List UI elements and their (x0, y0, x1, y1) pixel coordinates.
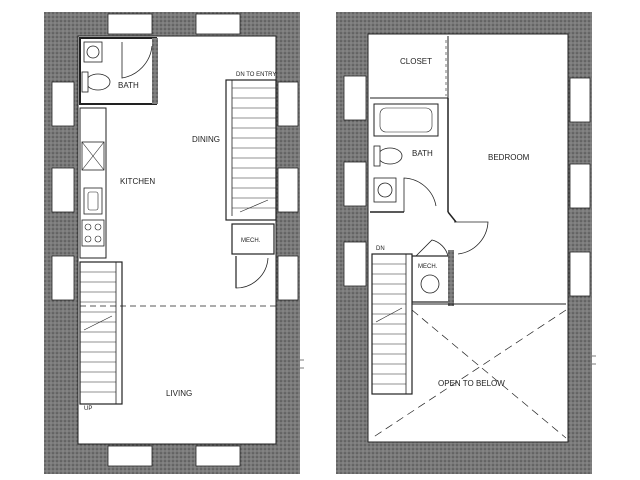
burner-3 (84, 235, 92, 243)
upper-window-right-1 (569, 77, 591, 123)
dn-to-entry-label: DN TO ENTRY (236, 72, 276, 78)
lower-window-top-2 (195, 13, 241, 35)
burner-1 (84, 223, 92, 231)
open-to-below-diag-1 (411, 309, 567, 439)
lower-bath-door (121, 42, 153, 79)
upper-toilet (377, 147, 403, 165)
upper-floor: CLOSET BATH BEDROOM MECH. (336, 12, 596, 474)
stairs-up (79, 261, 123, 405)
bedroom-door (454, 221, 489, 255)
lower-toilet-tank (81, 71, 89, 93)
upper-window-left-1 (343, 75, 367, 121)
lower-toilet (85, 73, 111, 91)
lower-bath-wall-right (152, 38, 158, 104)
bathtub (373, 103, 439, 137)
lower-mech-room (231, 223, 275, 255)
upper-mech-door (415, 239, 449, 257)
lower-floor: BATH KITCHEN DINING (44, 12, 304, 474)
closet-label: CLOSET (400, 57, 432, 66)
lower-window-left-1 (51, 81, 75, 127)
dining-label: DINING (192, 135, 220, 144)
upper-bath-label: BATH (412, 149, 433, 158)
dn-label: DN (376, 246, 385, 252)
upper-mech-room (411, 255, 453, 303)
lower-sink (83, 41, 103, 63)
up-label: UP (84, 406, 92, 412)
stairs-to-entry (225, 79, 277, 221)
kitchen-sink (83, 187, 103, 215)
upper-window-left-2 (343, 161, 367, 207)
bathtub-inner (379, 107, 433, 133)
upper-mech-label: MECH. (418, 264, 438, 270)
lower-window-left-2 (51, 167, 75, 213)
stove (81, 219, 105, 247)
upper-toilet-tank (373, 145, 381, 167)
lower-bath-label: BATH (118, 81, 139, 90)
lower-window-right-2 (277, 167, 299, 213)
water-heater (420, 274, 440, 294)
kitchen-label: KITCHEN (120, 177, 155, 186)
stairs-down (371, 253, 413, 395)
upper-window-left-3 (343, 241, 367, 287)
lower-left-wall-offset (44, 12, 52, 332)
upper-window-right-2 (569, 163, 591, 209)
fridge-x-2 (81, 141, 105, 171)
open-to-below-label: OPEN TO BELOW (438, 379, 505, 388)
lower-mech-door (235, 256, 269, 289)
living-label: LIVING (166, 389, 192, 398)
bedroom-label: BEDROOM (488, 153, 530, 162)
lower-window-top-1 (107, 13, 153, 35)
lower-window-right-1 (277, 81, 299, 127)
lower-sink-basin (86, 45, 100, 59)
burner-4 (94, 235, 102, 243)
kitchen-sink-basin (87, 191, 99, 211)
lower-mech-label: MECH. (241, 238, 261, 244)
upper-mech-wall (448, 250, 454, 306)
lower-window-right-3 (277, 255, 299, 301)
upper-sink (373, 177, 397, 203)
burner-2 (94, 223, 102, 231)
upper-bath-door (403, 177, 437, 212)
bedroom-wall-stub (447, 211, 457, 223)
lower-window-left-3 (51, 255, 75, 301)
lower-window-bottom-1 (107, 445, 153, 467)
upper-window-right-3 (569, 251, 591, 297)
lower-window-bottom-2 (195, 445, 241, 467)
upper-sink-basin (377, 182, 393, 198)
